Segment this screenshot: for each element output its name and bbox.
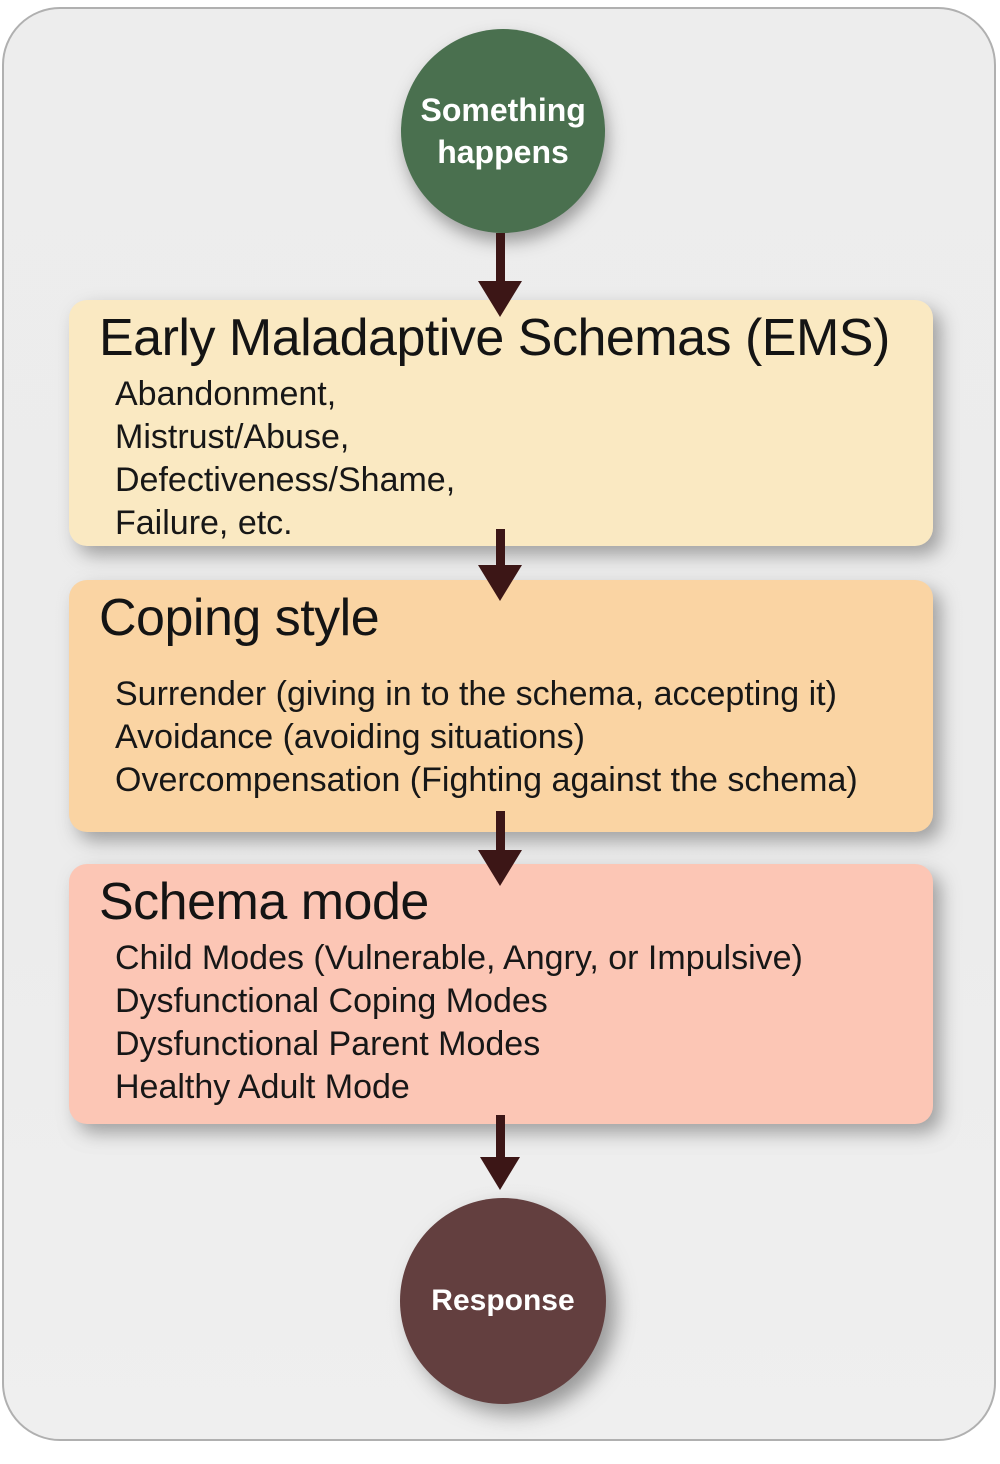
arrow-head [480, 1157, 520, 1190]
down-arrow-icon [478, 811, 522, 886]
box-item: Overcompensation (Fighting against the s… [115, 761, 858, 800]
flowchart-card: Something happens Early Maladaptive Sche… [2, 7, 996, 1441]
down-arrow-icon [478, 1115, 522, 1190]
arrow-shaft [495, 529, 505, 565]
end-node-label: Response [431, 1284, 575, 1317]
box-coping-style: Coping style Surrender (giving in to the… [69, 580, 933, 832]
end-node: Response [400, 1198, 606, 1404]
box-title: Schema mode [99, 873, 429, 931]
box-item: Defectiveness/Shame, [115, 461, 456, 500]
arrow-head [478, 850, 522, 886]
box-item: Healthy Adult Mode [115, 1068, 410, 1107]
arrow-shaft [495, 1115, 505, 1157]
box-schema-mode: Schema mode Child Modes (Vulnerable, Ang… [69, 864, 933, 1124]
box-item: Child Modes (Vulnerable, Angry, or Impul… [115, 939, 803, 978]
arrow-head [478, 281, 522, 317]
arrow-shaft [495, 811, 505, 850]
down-arrow-icon [478, 233, 522, 317]
box-item: Dysfunctional Coping Modes [115, 982, 548, 1021]
arrow-head [478, 565, 522, 601]
box-item: Failure, etc. [115, 504, 293, 543]
box-early-maladaptive-schemas: Early Maladaptive Schemas (EMS) Abandonm… [69, 300, 933, 546]
box-item-list: Abandonment, Mistrust/Abuse, Defectivene… [115, 373, 933, 545]
start-node: Something happens [401, 29, 605, 233]
box-item: Avoidance (avoiding situations) [115, 718, 585, 757]
box-title: Coping style [99, 589, 380, 647]
down-arrow-icon [478, 529, 522, 601]
box-title: Early Maladaptive Schemas (EMS) [99, 309, 890, 367]
box-item-list: Surrender (giving in to the schema, acce… [115, 673, 933, 802]
box-item: Mistrust/Abuse, [115, 418, 350, 457]
start-node-label: Something happens [420, 91, 586, 170]
box-item: Surrender (giving in to the schema, acce… [115, 675, 837, 714]
box-item: Abandonment, [115, 375, 337, 414]
box-item-list: Child Modes (Vulnerable, Angry, or Impul… [115, 937, 933, 1109]
box-item: Dysfunctional Parent Modes [115, 1025, 541, 1064]
arrow-shaft [495, 233, 505, 281]
